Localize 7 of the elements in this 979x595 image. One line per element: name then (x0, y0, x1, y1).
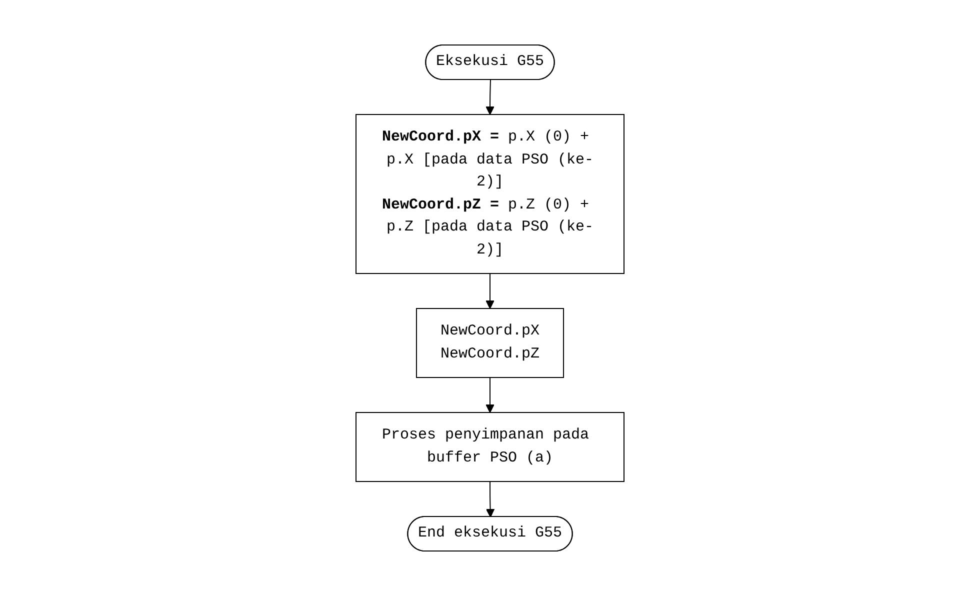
arrow (485, 79, 494, 114)
arrow (485, 376, 494, 412)
arrow (485, 480, 494, 517)
node-box: NewCoord.pX NewCoord.pZ (415, 308, 564, 378)
node-box: NewCoord.pX = p.X (0) + p.X [pada data PSO (ke-2)] NewCoord.pZ = p.Z (0) + p.Z [pada data PSO (ke-2)] (355, 114, 624, 274)
arrow (485, 272, 494, 308)
node-box: Proses penyimpanan pada buffer PSO (a) (355, 412, 624, 482)
